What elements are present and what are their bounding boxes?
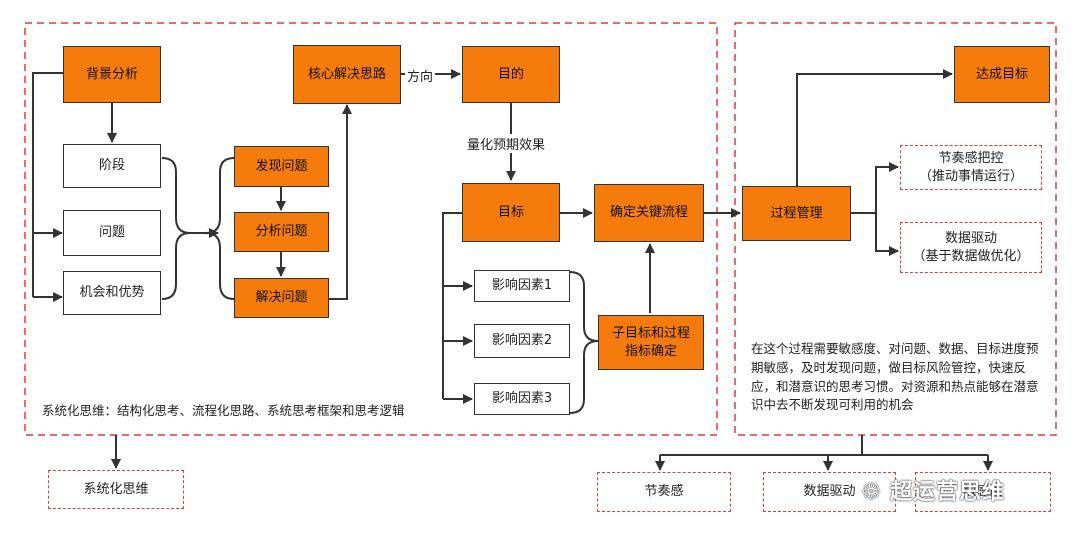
wechat-icon: ❁ [862,480,882,505]
problem-box: 问题 [63,210,161,256]
data-driven-line-1: 数据驱动 [944,230,997,246]
find-problem-box: 发现问题 [234,146,329,187]
achieve-goal-box: 达成目标 [954,46,1050,103]
core-approach-box: 核心解决思路 [293,45,401,104]
sensitivity-note: 在这个过程需要敏感度、对问题、数据、目标进度预期敏感，及时发现问题，做目标风险管… [751,341,1039,413]
target-box: 目标 [462,183,560,242]
opportunity-box: 机会和优势 [63,271,161,315]
bottom-data-driven-box: 数据驱动 [763,472,896,512]
process-management-box: 过程管理 [742,186,851,241]
bottom-systematic-thinking-box: 系统化思维 [48,470,184,509]
factor-1-box: 影响因素1 [474,270,570,302]
bottom-rhythm-box: 节奏感 [597,472,731,512]
sub-goal-line-2: 指标确定 [624,343,677,359]
background-analysis-box: 背景分析 [63,46,161,103]
direction-label: 方向 [405,66,436,85]
bottom-sensitivity-box: 敏感度 [915,472,1051,512]
watermark-text: 超运营思维 [890,480,1006,505]
stage-box: 阶段 [63,144,161,188]
data-driven-box: 数据驱动 （基于数据做优化） [900,222,1042,273]
systematic-thinking-note: 系统化思维：结构化思考、流程化思路、系统思考框架和思考逻辑 [42,403,405,418]
factor-3-box: 影响因素3 [474,383,570,415]
analyze-problem-box: 分析问题 [234,212,329,252]
sub-goal-box: 子目标和过程 指标确定 [598,315,704,370]
key-process-box: 确定关键流程 [594,184,704,242]
rhythm-line-2: （推动事情运行） [918,168,1023,184]
solve-problem-box: 解决问题 [234,278,329,318]
data-driven-line-2: （基于数据做优化） [912,248,1030,264]
sub-goal-line-1: 子目标和过程 [611,325,690,341]
quantify-label: 量化预期效果 [467,134,546,153]
rhythm-line-1: 节奏感把控 [938,150,1004,166]
purpose-box: 目的 [462,46,560,103]
factor-2-box: 影响因素2 [474,324,570,358]
rhythm-control-box: 节奏感把控 （推动事情运行） [900,145,1042,190]
watermark-logo: ❁ 超运营思维 [862,474,1005,506]
